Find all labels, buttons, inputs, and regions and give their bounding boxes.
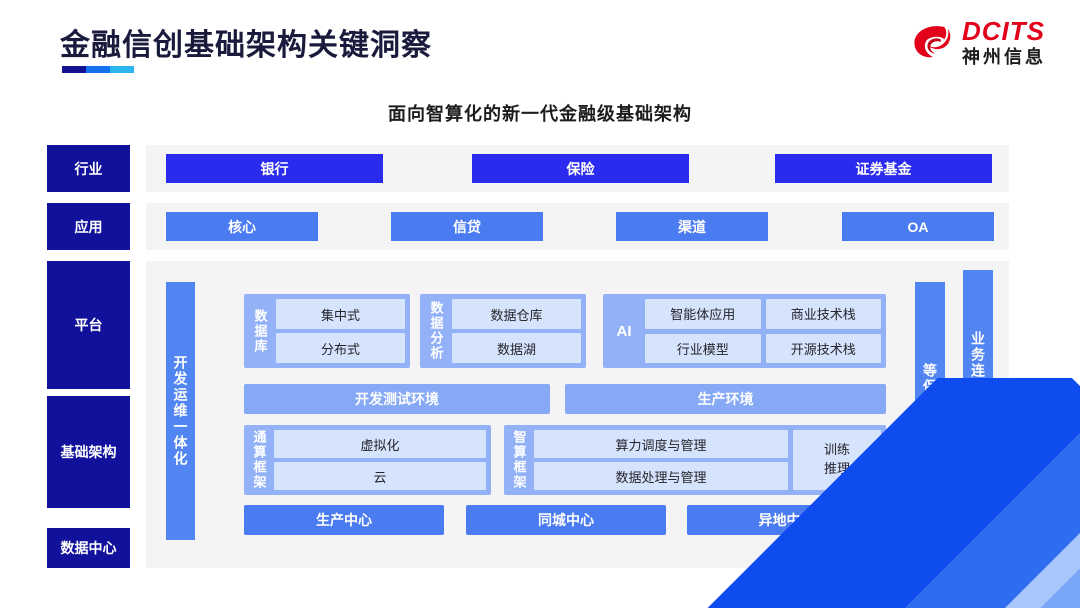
group-ai-cells: 智能体应用 商业技术栈 行业模型 开源技术栈	[645, 299, 881, 363]
cell-opensource-stack[interactable]: 开源技术栈	[765, 333, 881, 363]
cell-commercial-stack[interactable]: 商业技术栈	[765, 299, 881, 329]
swoosh-icon	[914, 26, 951, 58]
cell-cloud[interactable]: 云	[274, 462, 486, 490]
logo-text-cn: 神州信息	[962, 47, 1046, 67]
env-bar-dev-test[interactable]: 开发测试环境	[244, 384, 550, 414]
env-bar-production[interactable]: 生产环境	[565, 384, 886, 414]
application-box-credit[interactable]: 信贷	[391, 212, 543, 241]
cell-compute-scheduling[interactable]: 算力调度与管理	[534, 430, 788, 458]
decor-stripe-3	[1011, 402, 1080, 608]
cell-data-warehouse[interactable]: 数据仓库	[452, 299, 581, 329]
datacenter-box-remote[interactable]: 异地中心	[687, 505, 886, 535]
industry-box-securities[interactable]: 证券基金	[775, 154, 992, 183]
logo-wordmark: DCITS 神州信息	[962, 18, 1046, 66]
sidebar-item-platform[interactable]: 平台	[47, 261, 130, 389]
group-intelligent-compute-cells: 算力调度与管理 数据处理与管理 训练 推理	[534, 430, 881, 490]
group-ai-label: AI	[616, 322, 632, 340]
right-bar-business-continuity-label: 业务连续性及数据保护	[970, 331, 986, 491]
group-intelligent-compute-label: 智算框架	[511, 430, 527, 490]
page-header: 金融信创基础架构关键洞察 DCITS 神州信息	[0, 0, 1080, 88]
group-general-compute-cells: 虚拟化 云	[274, 430, 486, 490]
sidebar-item-application[interactable]: 应用	[47, 203, 130, 250]
right-bar-security[interactable]: 等保合规安全	[915, 282, 945, 540]
page-title: 金融信创基础架构关键洞察	[60, 29, 432, 62]
industry-box-bank[interactable]: 银行	[166, 154, 383, 183]
group-data-analysis-cells: 数据仓库 数据湖	[452, 299, 581, 363]
cell-distributed[interactable]: 分布式	[276, 333, 405, 363]
sidebar-item-datacenter[interactable]: 数据中心	[47, 528, 130, 568]
logo-text-en: DCITS	[962, 16, 1045, 46]
application-box-core[interactable]: 核心	[166, 212, 318, 241]
datacenter-box-metro[interactable]: 同城中心	[466, 505, 666, 535]
group-intelligent-compute-framework[interactable]: 智算框架 算力调度与管理 数据处理与管理 训练 推理	[504, 425, 886, 495]
cell-virtualization[interactable]: 虚拟化	[274, 430, 486, 458]
industry-box-insurance[interactable]: 保险	[472, 154, 689, 183]
cell-data-processing[interactable]: 数据处理与管理	[534, 462, 788, 490]
sidebar-item-industry[interactable]: 行业	[47, 145, 130, 192]
intelligent-compute-main-cells: 算力调度与管理 数据处理与管理	[534, 430, 788, 490]
group-general-compute-label: 通算框架	[251, 430, 267, 490]
group-ai[interactable]: AI 智能体应用 商业技术栈 行业模型 开源技术栈	[603, 294, 886, 368]
accent-segment-2	[86, 66, 110, 73]
cell-data-lake[interactable]: 数据湖	[452, 333, 581, 363]
datacenter-box-production[interactable]: 生产中心	[244, 505, 444, 535]
accent-segment-1	[62, 66, 86, 73]
company-logo: DCITS 神州信息	[910, 18, 1046, 66]
group-data-analysis-label: 数据分析	[428, 301, 444, 361]
cell-industry-model[interactable]: 行业模型	[645, 333, 761, 363]
cell-agent-application[interactable]: 智能体应用	[645, 299, 761, 329]
cell-centralized[interactable]: 集中式	[276, 299, 405, 329]
decor-stripe-2	[1051, 394, 1080, 608]
sidebar-item-infrastructure[interactable]: 基础架构	[47, 396, 130, 508]
group-general-compute-framework[interactable]: 通算框架 虚拟化 云	[244, 425, 491, 495]
devops-vertical-bar[interactable]: 开发运维一体化	[166, 282, 195, 540]
title-accent-bar	[62, 66, 134, 73]
right-bar-security-label: 等保合规安全	[922, 363, 938, 459]
intelligent-compute-side-cell: 训练 推理	[793, 430, 881, 490]
devops-label: 开发运维一体化	[172, 355, 189, 467]
page-subtitle: 面向智算化的新一代金融级基础架构	[388, 104, 692, 124]
right-bar-business-continuity[interactable]: 业务连续性及数据保护	[963, 270, 993, 552]
accent-segment-3	[110, 66, 134, 73]
group-data-analysis[interactable]: 数据分析 数据仓库 数据湖	[420, 294, 586, 368]
application-box-channel[interactable]: 渠道	[616, 212, 768, 241]
application-box-oa[interactable]: OA	[842, 212, 994, 241]
cell-train-inference[interactable]: 训练 推理	[793, 430, 881, 490]
group-database[interactable]: 数据库 集中式 分布式	[244, 294, 410, 368]
group-database-cells: 集中式 分布式	[276, 299, 405, 363]
group-database-label: 数据库	[252, 308, 268, 354]
